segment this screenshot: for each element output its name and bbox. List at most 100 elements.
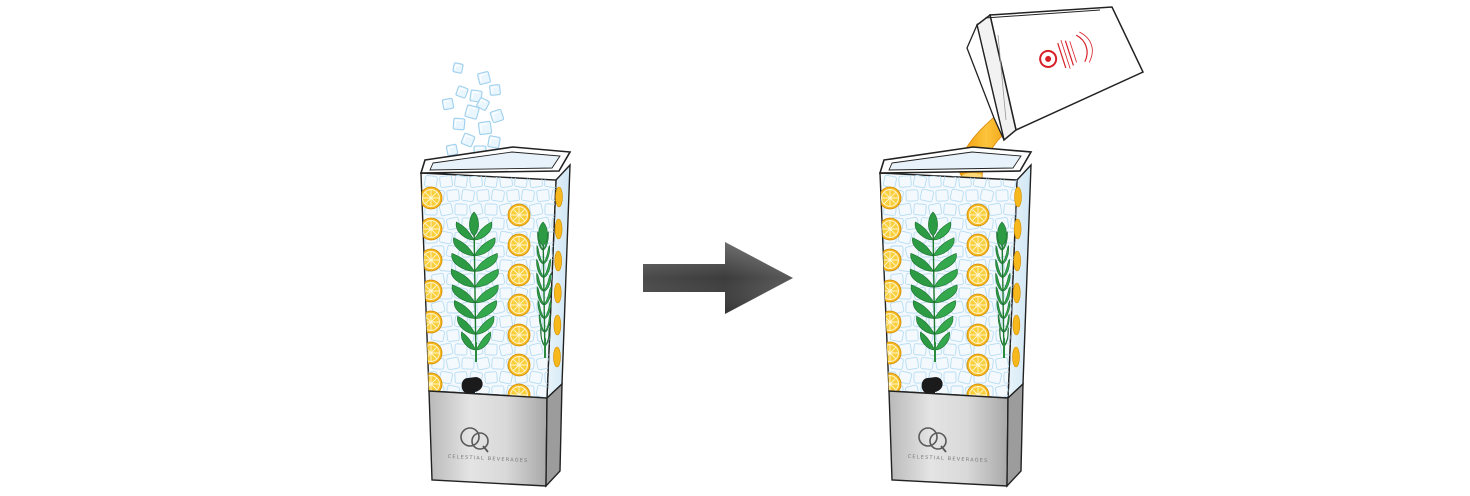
ice-cube <box>499 315 513 328</box>
brand-logo-icon <box>918 427 947 453</box>
ice-cube <box>445 143 459 157</box>
mint-sprig-icon <box>450 211 499 363</box>
ice-cube <box>446 356 461 371</box>
lemon-slice-icon <box>880 186 902 210</box>
lemon-slice-icon <box>880 248 902 272</box>
ice-cube <box>913 343 927 356</box>
ice-cube <box>452 117 466 131</box>
ice-cube <box>905 356 920 371</box>
ice-cube <box>490 188 505 203</box>
ice-cube <box>464 104 480 120</box>
lemon-slice-icon <box>421 217 443 241</box>
lemon-slice-icon <box>966 203 990 227</box>
ice-cube <box>950 245 964 258</box>
ice-cube <box>487 135 501 149</box>
ice-cube <box>897 370 913 385</box>
spigot-icon <box>921 377 943 405</box>
dispenser-opening <box>429 151 561 171</box>
lemon-slice-icon <box>553 346 561 368</box>
ice-cube <box>928 175 942 188</box>
ice-cube <box>454 343 468 356</box>
arrow-right-icon <box>643 242 793 314</box>
dispenser-front-panel <box>420 172 557 399</box>
ice-cube <box>905 216 920 231</box>
ice-cube <box>994 384 1010 398</box>
lemon-slice-icon <box>421 248 443 272</box>
ice-cube <box>551 217 556 230</box>
lemon-slice-icon <box>880 341 902 365</box>
lemon-slice-icon <box>1013 250 1022 272</box>
lemon-slice-icon <box>966 353 990 377</box>
spigot-icon <box>461 377 483 405</box>
mint-sprig-side <box>536 221 552 359</box>
ice-cube <box>897 230 913 245</box>
ice-cube <box>988 315 1002 328</box>
ice-cube <box>528 202 544 217</box>
ice-cube <box>988 287 1002 300</box>
pour-jug-icon <box>958 6 1145 179</box>
lemon-slice-icon <box>1014 186 1022 208</box>
ice-cube <box>438 230 453 245</box>
lemon-slice-icon <box>966 383 990 398</box>
ice-cube <box>468 202 484 217</box>
mint-sprig-front <box>909 211 958 363</box>
ice-cube <box>528 342 544 357</box>
ice-cube <box>920 357 934 370</box>
ice-cube <box>454 175 468 188</box>
lemon-slice-icon <box>966 233 990 257</box>
jug-label <box>1039 31 1093 69</box>
dispenser-base: CELESTIAL BEVERAGES <box>428 382 563 488</box>
lemon-slices-right <box>966 203 990 398</box>
lemon-slice-icon <box>880 310 902 334</box>
ice-cube <box>935 189 949 202</box>
lemon-slice-icon <box>555 186 563 208</box>
ice-cube <box>441 97 455 111</box>
ice-cube <box>950 357 964 370</box>
ice-cube <box>913 371 927 384</box>
ice-cube <box>958 287 972 300</box>
ice-cube <box>476 97 490 111</box>
ice-cube <box>943 371 957 384</box>
lemon-slice-icon <box>507 293 531 317</box>
ice-cube <box>958 342 973 357</box>
ice-cube <box>484 203 498 216</box>
lemon-slice-icon <box>553 282 562 304</box>
side-panel-contents <box>995 186 1022 368</box>
lemon-slice-icon <box>966 293 990 317</box>
lemon-slices-right <box>507 203 531 398</box>
ice-cube <box>550 188 556 203</box>
ice-cube <box>476 356 491 371</box>
lemon-slice-icon <box>966 263 990 287</box>
beverage-dispenser-2: CELESTIAL BEVERAGES <box>878 146 1033 488</box>
lemon-slice-icon <box>507 353 531 377</box>
lemon-slice-icon <box>507 203 531 227</box>
ice-cube <box>988 202 1003 217</box>
ice-cube <box>943 203 957 216</box>
ice-cube <box>469 287 483 300</box>
lemon-slice-icon <box>554 218 563 240</box>
lemon-slice-icon <box>553 314 562 336</box>
ice-cube <box>544 203 556 216</box>
ice-cube <box>949 188 964 203</box>
ice-cube <box>536 189 550 202</box>
ice-cube <box>988 342 1003 357</box>
ice-cube <box>919 188 934 203</box>
lemon-slice-icon <box>554 250 563 272</box>
ice-cube <box>935 356 950 371</box>
ice-cube <box>943 343 957 356</box>
ice-cube <box>446 216 461 231</box>
step-1-add-ice: CELESTIAL BEVERAGES <box>419 62 572 488</box>
ice-cube <box>469 89 483 103</box>
dispenser-base: CELESTIAL BEVERAGES <box>888 382 1024 488</box>
ice-cube <box>446 329 460 342</box>
ice-cube <box>477 120 493 136</box>
ice-cube <box>965 189 979 202</box>
ice-cube <box>455 85 469 99</box>
lemon-slice-icon <box>1012 346 1020 368</box>
dispenser-contents <box>421 175 556 398</box>
lemon-slice-icon <box>421 310 443 334</box>
ice-cube <box>898 202 913 217</box>
ice-cube <box>499 287 513 300</box>
